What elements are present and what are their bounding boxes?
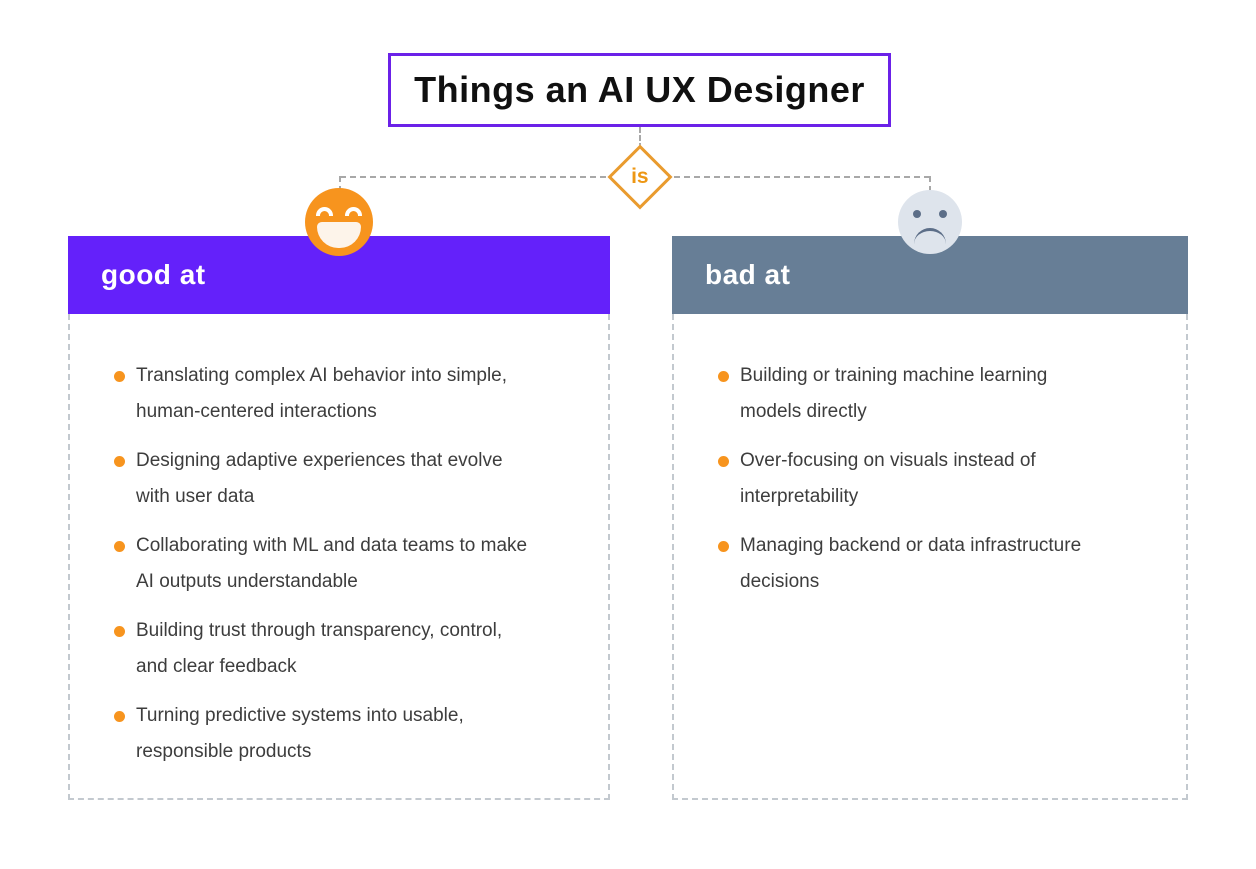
bullet-icon — [114, 541, 125, 552]
list-item-text: Over-focusing on visuals instead of inte… — [740, 450, 1036, 507]
list-item: Collaborating with ML and data teams to … — [114, 528, 588, 600]
bad-at-list: Building or training machine learning mo… — [672, 314, 1188, 800]
is-label: is — [631, 164, 649, 188]
list-item-text: Building trust through transparency, con… — [136, 620, 503, 677]
list-item: Building or training machine learning mo… — [718, 358, 1166, 430]
bullet-icon — [114, 371, 125, 382]
bad-at-header-label: bad at — [705, 259, 791, 290]
list-item: Translating complex AI behavior into sim… — [114, 358, 588, 430]
list-item: Designing adaptive experiences that evol… — [114, 443, 588, 515]
connector-stub-left — [339, 176, 341, 192]
list-item-text: Translating complex AI behavior into sim… — [136, 365, 508, 422]
connector-horizontal-left — [340, 176, 616, 178]
sad-mouth — [914, 228, 946, 244]
bullet-icon — [718, 371, 729, 382]
list-item: Building trust through transparency, con… — [114, 613, 588, 685]
bad-at-header: bad at — [672, 236, 1188, 314]
good-at-list: Translating complex AI behavior into sim… — [68, 314, 610, 800]
bullet-icon — [114, 456, 125, 467]
list-item: Over-focusing on visuals instead of inte… — [718, 443, 1166, 515]
sad-eye-right — [939, 210, 947, 218]
bullet-icon — [718, 541, 729, 552]
sad-eye-left — [913, 210, 921, 218]
happy-eye-right — [345, 207, 362, 216]
bullet-icon — [114, 626, 125, 637]
list-item: Turning predictive systems into usable, … — [114, 698, 588, 770]
page-title: Things an AI UX Designer — [414, 69, 865, 110]
good-at-header-label: good at — [101, 259, 206, 290]
list-item-text: Designing adaptive experiences that evol… — [136, 450, 503, 507]
good-at-column: good at Translating complex AI behavior … — [68, 236, 610, 800]
bad-at-column: bad at Building or training machine lear… — [672, 236, 1188, 800]
is-diamond: is — [607, 144, 673, 210]
happy-eye-left — [316, 207, 333, 216]
list-item-text: Collaborating with ML and data teams to … — [136, 535, 528, 592]
list-item: Managing backend or data infrastructure … — [718, 528, 1166, 600]
sad-face-icon — [898, 190, 962, 254]
bullet-icon — [718, 456, 729, 467]
list-item-text: Managing backend or data infrastructure … — [740, 535, 1082, 592]
happy-face-icon — [305, 188, 373, 256]
happy-mouth — [317, 222, 361, 248]
title-box: Things an AI UX Designer — [388, 53, 891, 127]
connector-stub-right — [929, 176, 931, 192]
list-item-text: Building or training machine learning mo… — [740, 365, 1048, 422]
connector-horizontal-right — [664, 176, 930, 178]
list-item-text: Turning predictive systems into usable, … — [136, 705, 464, 762]
bullet-icon — [114, 711, 125, 722]
connector-title-vertical — [639, 127, 641, 157]
